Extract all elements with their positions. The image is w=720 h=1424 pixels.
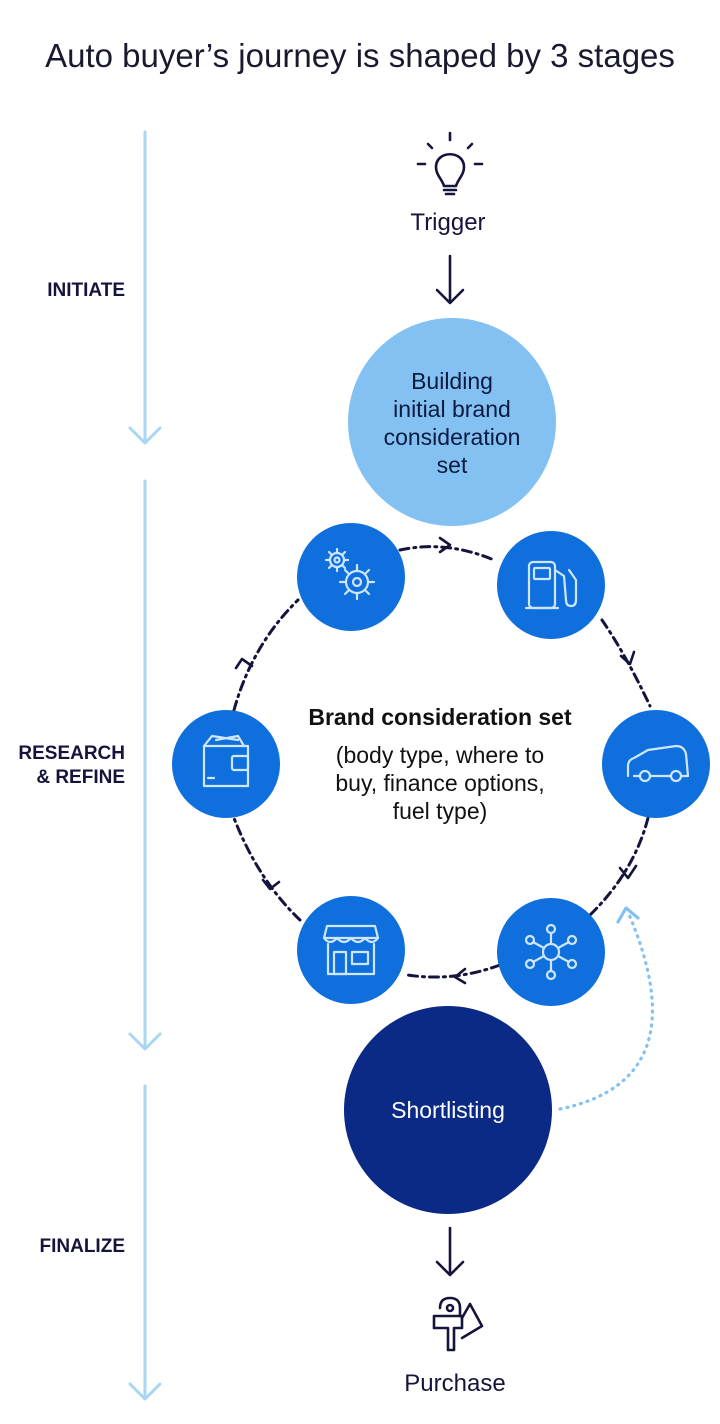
stage-arrow-research (128, 479, 162, 1051)
building-consideration-circle (348, 318, 556, 526)
wallet-icon (202, 734, 250, 788)
purchase-label: Purchase (404, 1370, 505, 1397)
node-wallet (172, 710, 280, 818)
building-line-1: Building (411, 368, 493, 394)
center-heading: Brand consideration set (308, 704, 572, 730)
cycle-chevrons (234, 536, 638, 985)
arrow-shortlisting-to-purchase (435, 1226, 465, 1277)
return-dotted-arrow (558, 906, 655, 1111)
stage-label-initiate: INITIATE (47, 280, 125, 301)
stage-arrow-finalize (128, 1084, 162, 1401)
building-line-3: consideration (384, 424, 521, 450)
network-icon (524, 923, 578, 981)
stage-label-research-2: & REFINE (36, 767, 125, 788)
stage-arrow-initiate (128, 130, 162, 445)
gears-icon (324, 547, 376, 601)
shortlisting-circle (344, 1006, 552, 1214)
store-icon (322, 924, 380, 976)
fuel-pump-icon (524, 560, 578, 610)
center-line-1: (body type, where to (336, 742, 544, 768)
node-store (297, 896, 405, 1004)
node-network (497, 898, 605, 1006)
lightbulb-icon (416, 131, 484, 196)
stage-label-research-1: RESEARCH (18, 743, 125, 764)
car-icon (626, 744, 690, 783)
cycle-connectors (232, 545, 652, 979)
shortlisting-label: Shortlisting (391, 1097, 505, 1123)
cycle-arc-wallet-to-gears (232, 598, 300, 712)
cycle-arc-fuel-to-car (600, 618, 652, 708)
stage-label-finalize: FINALIZE (40, 1236, 126, 1257)
center-line-2: buy, finance options, (335, 770, 544, 796)
building-line-4: set (437, 452, 468, 478)
node-car (602, 710, 710, 818)
arrow-trigger-to-building (435, 254, 465, 305)
node-gears (297, 523, 405, 631)
building-line-2: initial brand (393, 396, 511, 422)
node-fuel (497, 531, 605, 639)
purchase-hand-icon (432, 1296, 484, 1352)
cycle-arc-store-to-wallet (232, 816, 302, 922)
trigger-label: Trigger (410, 209, 485, 236)
cycle-arc-network-to-store (406, 963, 502, 979)
cycle-arc-car-to-network (588, 816, 650, 917)
center-line-3: fuel type) (393, 798, 488, 824)
page-title: Auto buyer’s journey is shaped by 3 stag… (45, 37, 675, 74)
